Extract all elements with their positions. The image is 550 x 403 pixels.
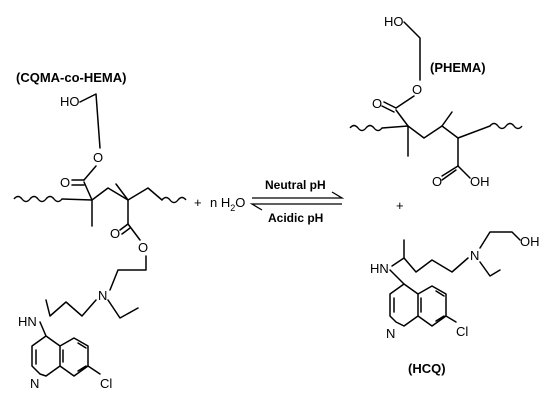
product-plus: + (396, 198, 404, 213)
phema-backbone (381, 125, 491, 139)
reactant-hydroxyl: HO (60, 94, 80, 109)
water-suffix: O (235, 195, 245, 210)
phema-ester-to-backbone (395, 109, 409, 127)
phema-ester-double-bond (381, 101, 397, 113)
reactant-ester1-oxygen: O (93, 150, 103, 165)
phema-acid-oh: OH (470, 174, 490, 189)
hcq-chloro-bond (445, 315, 457, 323)
phema-acid-double-bond (441, 165, 459, 181)
reactant-ester2-oxygen: O (138, 240, 148, 255)
hcq-alkyl-chain (403, 239, 469, 273)
reagent-plus: + (194, 195, 202, 210)
reactant-nh-to-ring (39, 321, 47, 337)
phema-ester-carbonyl-oxygen: O (372, 96, 382, 111)
reactant-label: (CQMA-co-HEMA) (16, 70, 126, 85)
water-subscript: 2 (230, 203, 235, 213)
reactant-ester1-to-backbone (83, 181, 93, 201)
phema-hydroxyl: HO (384, 14, 404, 29)
product-hcq: OH N HN N Cl (HCQ) (370, 231, 540, 376)
forward-arrow (252, 191, 345, 199)
hcq-nh-to-ring (389, 257, 405, 285)
reverse-arrow (249, 203, 342, 211)
reactant-amine-nitrogen: N (98, 288, 107, 303)
reactant-wavy-end-left (13, 195, 63, 203)
phema-ester-oxygen: O (412, 82, 422, 97)
hcq-amine-nitrogen: N (470, 248, 479, 263)
reactant-linker-chain (109, 255, 147, 291)
reactant-ethyl (107, 299, 139, 319)
phema-acid-carbonyl-oxygen: O (432, 174, 442, 189)
hcq-hydroxyethyl-chain (479, 231, 521, 249)
hcq-ethyl (479, 261, 501, 277)
hcq-hydroxyl: OH (520, 234, 540, 249)
reactant-hema-chain (79, 93, 101, 149)
condition-forward: Neutral pH (265, 178, 326, 192)
phema-wavy-end-left (349, 124, 383, 132)
hcq-chloro: Cl (456, 324, 468, 339)
reactant-amino-nh: HN (18, 314, 37, 329)
water-formula: n H2O (210, 195, 245, 213)
reactant-ester1-carbonyl-oxygen: O (60, 175, 70, 190)
condition-reverse: Acidic pH (268, 211, 323, 225)
reactant-alkyl-chain (45, 299, 97, 317)
reactant-backbone (61, 187, 163, 201)
reactant-chloro-bond (87, 365, 101, 375)
reactant-ring-nitrogen: N (30, 376, 39, 391)
hcq-quinoline-ring (389, 283, 447, 327)
equilibrium-arrows: Neutral pH Acidic pH (249, 178, 345, 225)
reactant-wavy-end-right (161, 196, 187, 204)
phema-hema-chain (403, 21, 421, 81)
reactant-methyl-2 (115, 183, 129, 201)
phema-label: (PHEMA) (430, 60, 486, 75)
reactant-chloro: Cl (100, 376, 112, 391)
phema-wavy-end-right (489, 122, 523, 130)
reactant-ester2-double-bond (119, 223, 131, 235)
hcq-amino-nh: HN (370, 261, 389, 276)
phema-methyl-2 (441, 111, 453, 127)
reactant-ester2-carbonyl-oxygen: O (110, 226, 120, 241)
hcq-label: (HCQ) (408, 361, 446, 376)
phema-acid-oh-bond (457, 165, 471, 179)
reactant-ester1-double-bond (71, 179, 85, 186)
phema-ester-link (395, 95, 415, 109)
water-prefix: n H (210, 195, 230, 210)
reactant-structure: (CQMA-co-HEMA) HO O O O O N HN N Cl (13, 70, 187, 391)
hcq-ring-nitrogen: N (386, 326, 395, 341)
reactant-quinoline-ring (31, 335, 89, 377)
reactant-ester1-link (83, 165, 97, 181)
product-phema: HO (PHEMA) O O O OH (349, 14, 523, 189)
reactant-ester2-link (127, 223, 141, 241)
reagent: + n H2O (194, 195, 245, 213)
